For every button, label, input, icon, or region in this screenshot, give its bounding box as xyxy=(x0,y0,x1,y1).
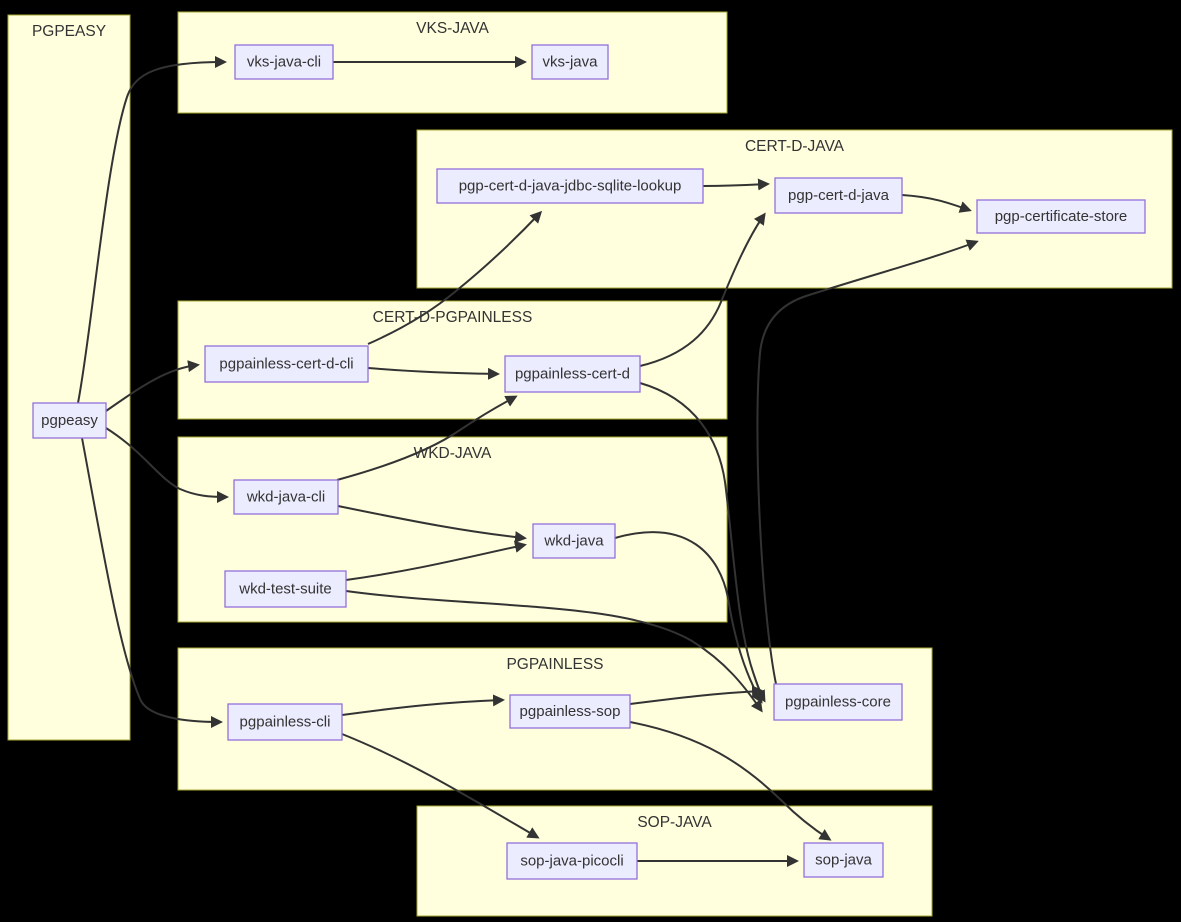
edge-pgp-cert-d-java-to-pgp-certificate-store xyxy=(901,194,972,213)
cluster-title: VKS-JAVA xyxy=(416,20,489,37)
node-pgpeasy: pgpeasy xyxy=(32,402,107,439)
cluster-title: SOP-JAVA xyxy=(637,814,712,831)
node-label: wkd-java-cli xyxy=(246,489,325,506)
node-label: pgp-cert-d-java xyxy=(788,187,890,204)
node-wkd-test-suite: wkd-test-suite xyxy=(224,570,347,608)
node-label: pgpeasy xyxy=(41,412,98,429)
edge-pgpainless-sop-to-pgpainless-core xyxy=(629,685,764,705)
edge-layer xyxy=(77,56,979,867)
edge-wkd-java-cli-to-wkd-java xyxy=(337,505,527,544)
node-label: pgpainless-cert-d xyxy=(515,366,630,383)
edge-pgpainless-cli-to-pgpainless-sop xyxy=(341,694,505,716)
node-label: pgpainless-cli xyxy=(240,714,331,731)
edge-wkd-test-suite-to-pgpainless-core xyxy=(345,590,763,713)
cluster-title: PGPAINLESS xyxy=(506,656,603,673)
node-vks-java-cli: vks-java-cli xyxy=(234,44,334,80)
node-label: vks-java-cli xyxy=(247,54,321,71)
edge-pgpainless-cert-d-to-pgpainless-core xyxy=(639,382,766,703)
cluster-title: CERT-D-PGPAINLESS xyxy=(373,309,533,326)
edge-pgpeasy-to-wkd-java-cli xyxy=(105,427,229,503)
node-vks-java: vks-java xyxy=(531,44,609,80)
node-pgpainless-core: pgpainless-core xyxy=(773,683,903,721)
edge-pgp-cert-d-java-jdbc-sqlite-lookup-to-pgp-cert-d-java xyxy=(702,178,770,191)
edge-pgpainless-core-to-pgp-certificate-store xyxy=(756,239,979,685)
node-label: pgpainless-cert-d-cli xyxy=(219,356,353,373)
node-label: sop-java-picocli xyxy=(520,853,623,870)
cluster-layer: PGPEASY VKS-JAVA CERT-D-JAVA CERT-D-PGPAINL… xyxy=(7,11,1173,917)
node-wkd-java: wkd-java xyxy=(532,523,616,559)
node-pgp-cert-d-java-jdbc-sqlite-lookup: pgp-cert-d-java-jdbc-sqlite-lookup xyxy=(436,168,704,204)
node-sop-java: sop-java xyxy=(803,842,884,878)
edge-pgpainless-cert-d-cli-to-pgp-cert-d-java-jdbc-sqlite-lookup xyxy=(367,210,543,345)
node-label: wkd-java xyxy=(543,533,604,550)
node-label: vks-java xyxy=(542,54,598,71)
node-sop-java-picocli: sop-java-picocli xyxy=(506,842,638,880)
node-pgp-certificate-store: pgp-certificate-store xyxy=(976,199,1146,234)
edge-wkd-java-to-pgpainless-core xyxy=(614,531,763,704)
edge-pgpeasy-to-pgpainless-cert-d-cli xyxy=(105,360,200,412)
cluster-title: PGPEASY xyxy=(32,23,106,40)
node-pgpainless-cert-d: pgpainless-cert-d xyxy=(504,355,641,393)
edge-pgpainless-sop-to-sop-java xyxy=(629,721,832,841)
cluster-title: CERT-D-JAVA xyxy=(745,138,845,155)
edge-pgpeasy-to-pgpainless-cli xyxy=(81,437,223,728)
node-label: wkd-test-suite xyxy=(238,581,332,598)
edge-pgpainless-cert-d-cli-to-pgpainless-cert-d xyxy=(367,367,500,380)
node-wkd-java-cli: wkd-java-cli xyxy=(233,479,339,515)
node-pgpainless-cert-d-cli: pgpainless-cert-d-cli xyxy=(204,345,369,383)
node-pgpainless-sop: pgpainless-sop xyxy=(509,694,631,729)
node-pgpainless-cli: pgpainless-cli xyxy=(227,703,343,741)
cluster-pgpeasy: PGPEASY xyxy=(7,14,131,741)
node-label: pgpainless-sop xyxy=(520,703,621,720)
node-label: pgpainless-core xyxy=(785,694,891,711)
node-layer: pgpeasy vks-java-cli vks-java pgp-cert-d-ja… xyxy=(32,44,1146,880)
node-label: pgp-cert-d-java-jdbc-sqlite-lookup xyxy=(459,178,682,195)
node-label: sop-java xyxy=(815,852,872,869)
edge-wkd-test-suite-to-wkd-java xyxy=(345,541,527,581)
node-label: pgp-certificate-store xyxy=(995,208,1128,225)
node-pgp-cert-d-java: pgp-cert-d-java xyxy=(774,177,903,214)
edge-pgpeasy-to-vks-java-cli xyxy=(77,56,227,404)
edge-pgpainless-cli-to-sop-java-picocli xyxy=(341,733,540,839)
edge-wkd-java-cli-to-pgpainless-cert-d xyxy=(336,395,518,481)
cluster-title: WKD-JAVA xyxy=(414,445,492,462)
edge-pgpainless-cert-d-to-pgp-cert-d-java xyxy=(639,212,766,367)
